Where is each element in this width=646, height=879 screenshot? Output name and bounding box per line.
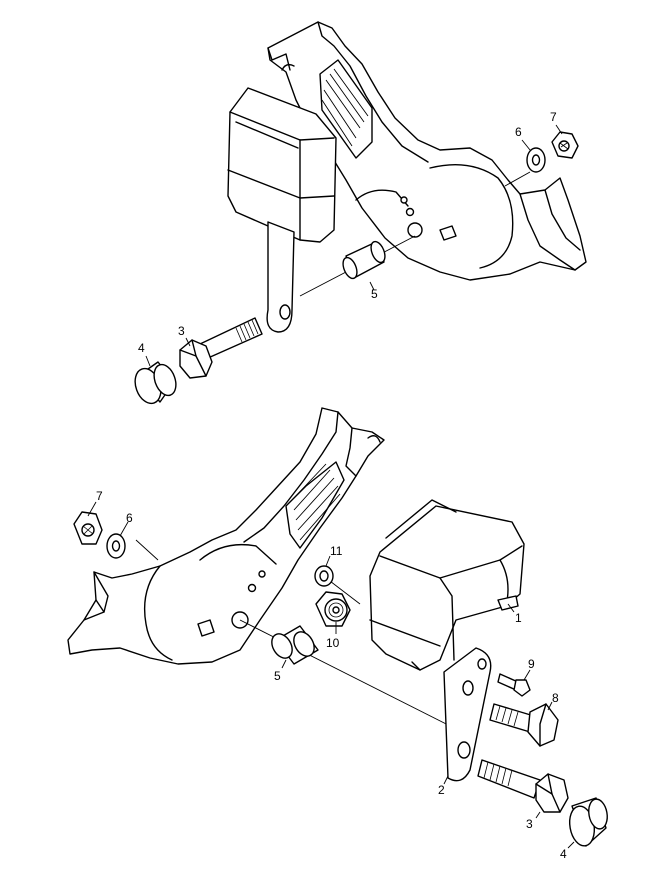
callout-label: 3	[178, 324, 185, 338]
lower-washer	[106, 533, 126, 559]
upper-bolt	[179, 317, 263, 379]
lower-washer-axis	[135, 539, 159, 561]
upper-callouts: 7 6 5 3 4	[138, 110, 563, 367]
upper-washer	[526, 147, 546, 173]
lower-spacer	[271, 625, 319, 665]
callout-label: 8	[552, 691, 559, 705]
lower-nut	[73, 511, 103, 545]
callout-label: 3	[526, 817, 533, 831]
lower-seat-bracket	[67, 407, 385, 665]
upper-washer-axis	[504, 171, 531, 187]
lower-screw	[497, 673, 531, 697]
lower-callouts: 7 6 11 10 1 5 9 8 2 3 4	[87, 489, 575, 861]
lower-bolt-3	[477, 759, 569, 813]
upper-assembly: 7 6 5 3 4	[134, 21, 587, 405]
callout-label: 5	[274, 669, 281, 683]
callout-label: 4	[138, 341, 145, 355]
lower-anchor-plate	[443, 647, 492, 782]
callout-label: 1	[515, 611, 522, 625]
callout-label: 7	[550, 110, 557, 124]
callout-label: 6	[515, 125, 522, 139]
lower-bolt-8	[489, 703, 559, 747]
callout-label: 7	[96, 489, 103, 503]
upper-seat-bracket	[267, 21, 587, 281]
callout-label: 11	[330, 544, 343, 558]
lower-sleeve	[568, 797, 608, 847]
callout-label: 6	[126, 511, 133, 525]
upper-sleeve	[134, 361, 177, 405]
callout-label: 5	[371, 287, 378, 301]
callout-label: 10	[326, 636, 340, 650]
lower-locknut	[314, 565, 334, 587]
callout-label: 2	[438, 783, 445, 797]
upper-buckle	[227, 87, 337, 333]
upper-spacer	[342, 240, 386, 280]
upper-nut	[551, 131, 579, 159]
lower-flange-nut	[315, 591, 351, 627]
lower-retractor	[369, 499, 525, 671]
lower-assembly: 7 6 11 10 1 5 9 8 2 3 4	[67, 407, 608, 861]
callout-label: 4	[560, 847, 567, 861]
callout-label: 9	[528, 657, 535, 671]
